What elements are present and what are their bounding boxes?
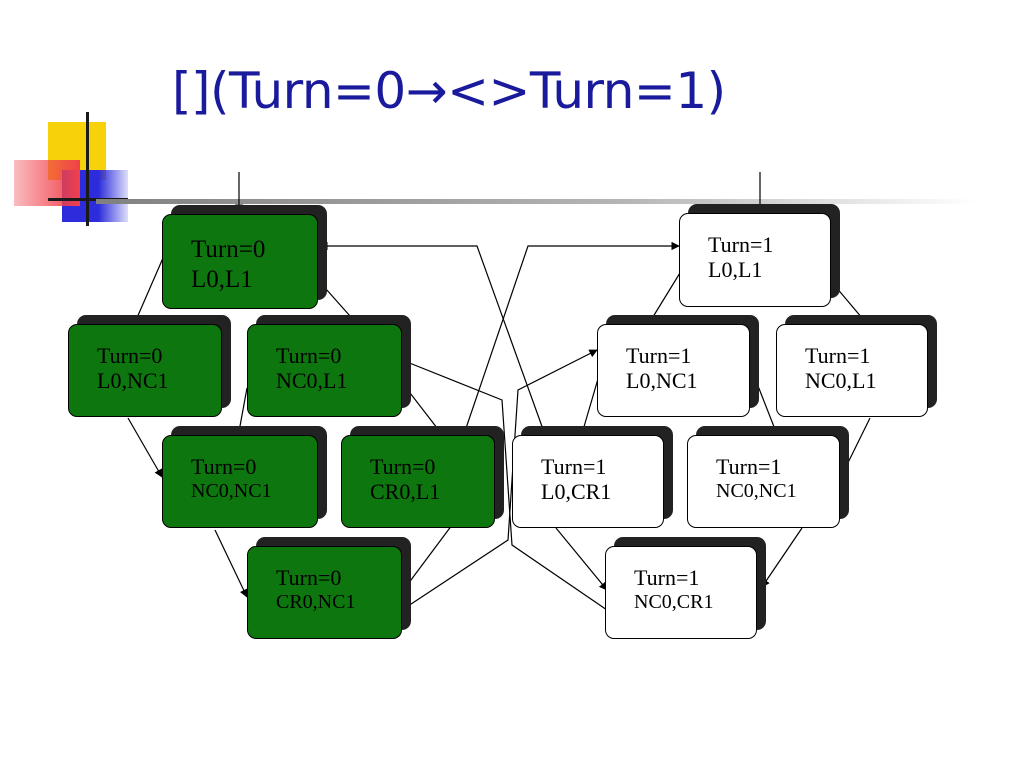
edge-t0l0l1-to-t0nc0l1 [317, 279, 359, 326]
state-turn-label: Turn=0 [191, 236, 266, 263]
state-turn1-nc0-cr1: Turn=1 NC0,CR1 [605, 546, 757, 639]
state-turn1-l0-cr1: Turn=1 L0,CR1 [512, 435, 664, 528]
deco-vertical-line [86, 112, 89, 226]
edge-t1l0nc1-to-t1l0cr1 [579, 371, 601, 438]
edge-t1l0nc1-to-t1nc0nc1 [750, 367, 780, 438]
state-locations-label: CR0,NC1 [276, 591, 356, 613]
state-turn1-l0-l1: Turn=1 L0,L1 [679, 213, 831, 307]
edge-t0nc0nc1-to-t0cr0nc1 [214, 529, 248, 598]
state-turn1-nc0-l1: Turn=1 NC0,L1 [776, 324, 928, 417]
state-turn-label: Turn=1 [541, 454, 607, 479]
state-turn-label: Turn=1 [805, 343, 871, 368]
state-locations-label: NC0,NC1 [716, 480, 797, 502]
state-locations-label: L0,L1 [708, 257, 763, 282]
state-turn-label: Turn=1 [708, 232, 774, 257]
edge-t0l0l1-to-t0l0nc1 [132, 257, 164, 328]
state-turn1-nc0-nc1: Turn=1 NC0,NC1 [687, 435, 840, 528]
state-turn-label: Turn=0 [191, 454, 257, 479]
state-turn0-nc0-nc1: Turn=0 NC0,NC1 [162, 435, 318, 528]
state-turn-label: Turn=1 [634, 565, 700, 590]
edge-t0nc0l1-to-t0nc0nc1 [235, 387, 248, 438]
state-turn0-l0-nc1: Turn=0 L0,NC1 [68, 324, 222, 417]
state-locations-label: L0,L1 [191, 266, 253, 293]
edge-t1nc0cr1-to-t0nc0l1 [401, 358, 608, 611]
state-locations-label: L0,CR1 [541, 479, 612, 504]
state-turn-label: Turn=1 [626, 343, 692, 368]
state-locations-label: NC0,L1 [276, 368, 348, 393]
edge-t0cr0l1-to-t0cr0nc1 [401, 524, 453, 593]
edge-t0cr0l1-to-t1l0l1 [462, 241, 680, 438]
state-locations-label: L0,NC1 [97, 368, 169, 393]
state-turn-label: Turn=0 [276, 565, 342, 590]
title-rule [96, 199, 976, 204]
state-turn-label: Turn=0 [276, 343, 342, 368]
state-locations-label: NC0,L1 [805, 368, 877, 393]
state-locations-label: L0,NC1 [626, 368, 698, 393]
state-turn-label: Turn=0 [97, 343, 163, 368]
edge-t1nc0l1-to-t1nc0nc1 [837, 417, 871, 484]
deco-horizontal-line [48, 198, 128, 201]
edge-t1l0l1-to-t1nc0l1 [829, 279, 869, 326]
slide-title: [](Turn=0→<>Turn=1) [172, 62, 726, 120]
edge-t0l0nc1-to-t0nc0nc1 [127, 417, 163, 478]
state-locations-label: NC0,NC1 [191, 480, 272, 502]
state-turn-label: Turn=1 [716, 454, 782, 479]
edge-t0nc0l1-to-t0cr0l1 [399, 379, 445, 438]
state-turn1-l0-nc1: Turn=1 L0,NC1 [597, 324, 750, 417]
state-turn0-cr0-l1: Turn=0 CR0,L1 [341, 435, 495, 528]
edge-t1l0l1-to-t1l0nc1 [647, 267, 684, 326]
edge-t1l0cr1-to-t0l0l1 [319, 241, 545, 433]
state-turn-label: Turn=0 [370, 454, 436, 479]
state-turn0-cr0-nc1: Turn=0 CR0,NC1 [247, 546, 402, 639]
edge-t1nc0nc1-to-t1nc0cr1 [761, 527, 803, 588]
state-locations-label: CR0,L1 [370, 479, 441, 504]
edge-t1l0cr1-to-t1nc0cr1 [555, 527, 608, 591]
state-turn0-nc0-l1: Turn=0 NC0,L1 [247, 324, 402, 417]
state-turn0-l0-l1: Turn=0 L0,L1 [162, 214, 318, 309]
state-locations-label: NC0,CR1 [634, 591, 714, 613]
